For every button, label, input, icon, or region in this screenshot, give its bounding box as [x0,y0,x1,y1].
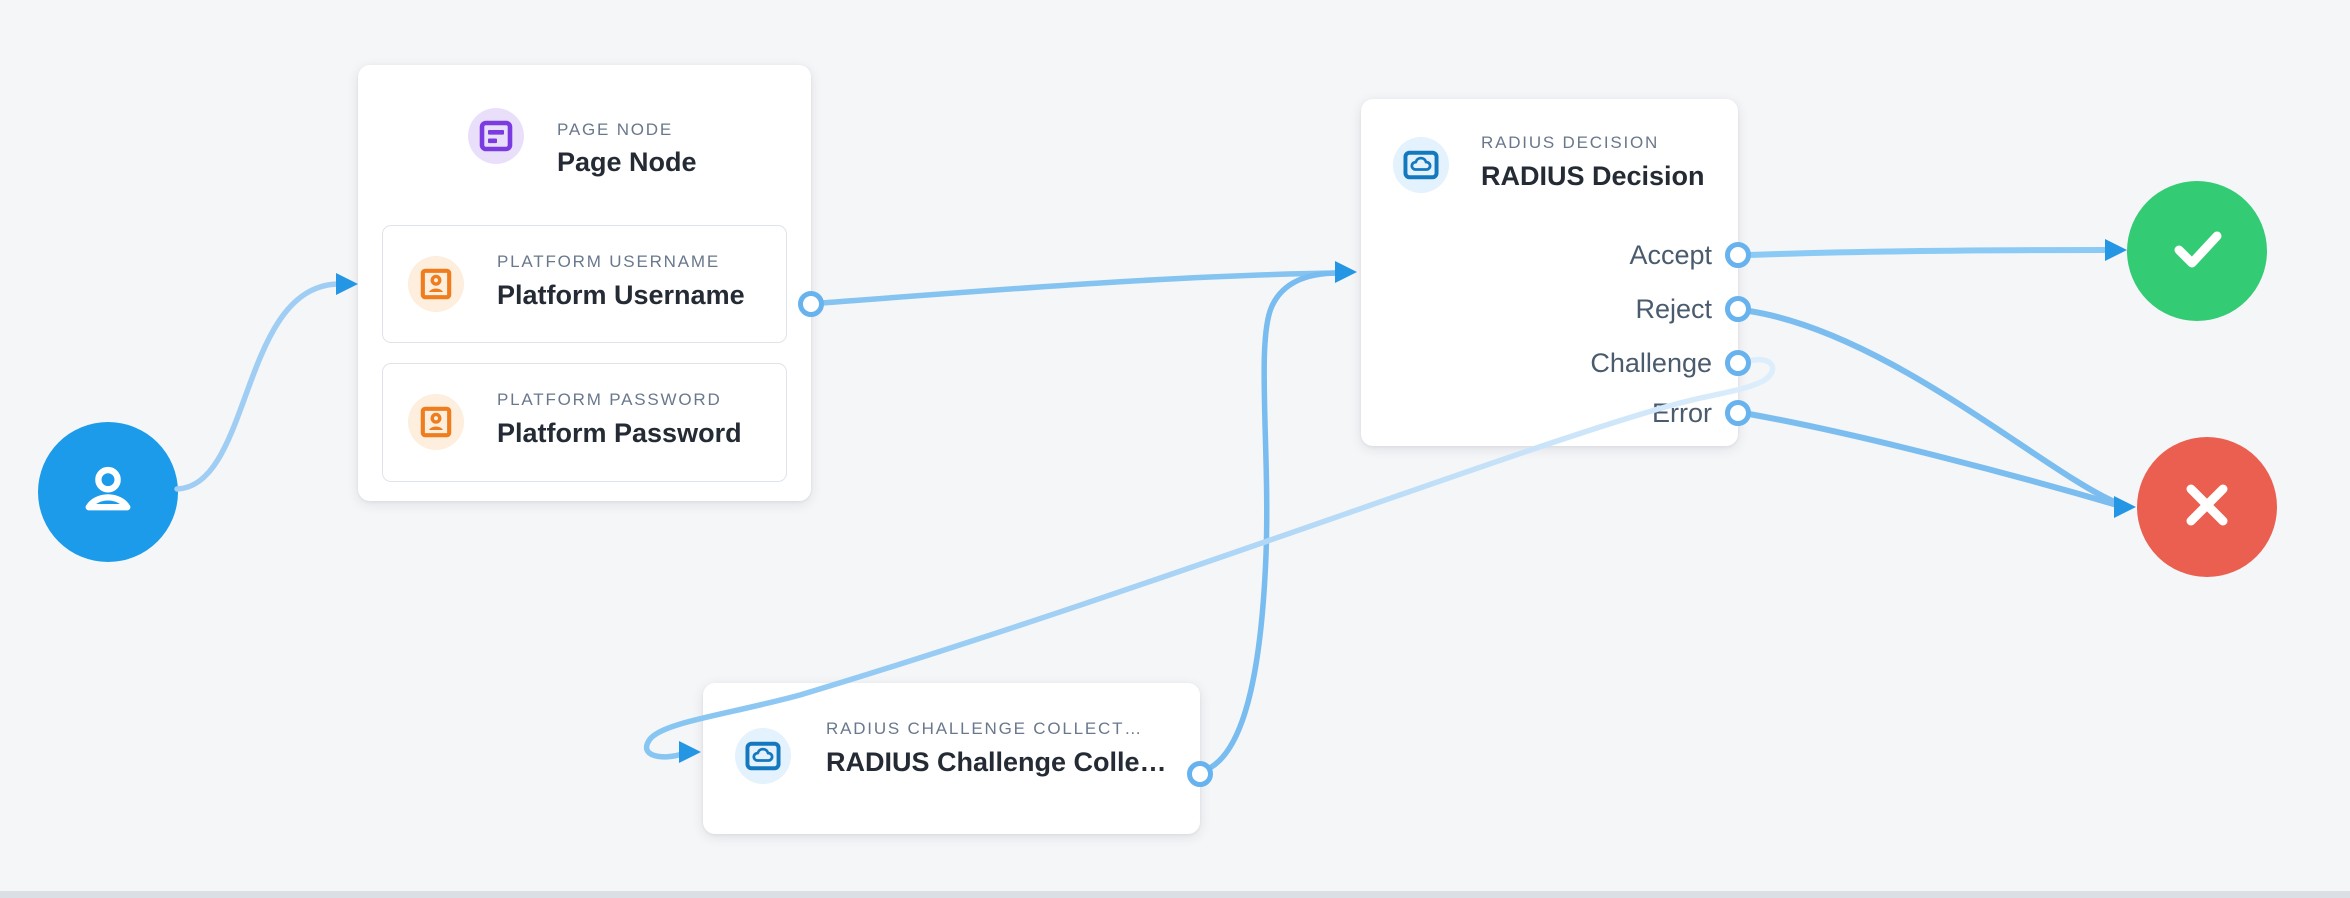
radius-challenge-collector-title: RADIUS Challenge Colle… [826,747,1167,777]
failure-node[interactable] [2137,437,2277,577]
port-platform-username-output[interactable] [798,291,824,317]
check-icon [2161,213,2233,290]
port-reject-output[interactable] [1725,296,1751,322]
user-icon [75,457,141,528]
page-node-subtitle: PAGE NODE [557,120,674,139]
bottom-scrollbar-track[interactable] [0,891,2350,898]
port-error-output[interactable] [1725,400,1751,426]
success-node[interactable] [2127,181,2267,321]
cloud-icon [1393,137,1449,193]
edge-error-to-failure[interactable] [1746,411,2120,508]
output-label-reject[interactable]: Reject [1635,294,1712,324]
platform-username-node[interactable]: PLATFORM USERNAME Platform Username [382,225,787,343]
radius-decision-title: RADIUS Decision [1481,161,1705,191]
edge-challenge-to-collector[interactable] [643,356,1776,760]
platform-password-title: Platform Password [497,418,742,448]
edge-accept-to-success[interactable] [1746,247,2111,258]
output-label-challenge[interactable]: Challenge [1590,348,1712,378]
page-node-title: Page Node [557,147,697,177]
platform-password-subtitle: PLATFORM PASSWORD [497,390,722,409]
cloud-icon [735,728,791,784]
radius-challenge-collector-subtitle: RADIUS CHALLENGE COLLECT… [826,719,1144,738]
edge-collector-to-decision[interactable] [1197,270,1341,775]
edge-username-to-decision[interactable] [819,270,1341,306]
platform-password-node[interactable]: PLATFORM PASSWORD Platform Password [382,363,787,482]
radius-decision-subtitle: RADIUS DECISION [1481,133,1660,152]
radius-decision-card[interactable]: RADIUS DECISION RADIUS Decision Accept R… [1361,99,1738,446]
start-node[interactable] [38,422,178,562]
contact-card-icon [408,394,464,450]
port-accept-output[interactable] [1725,242,1751,268]
edge-start-to-page[interactable] [174,281,340,492]
output-label-accept[interactable]: Accept [1629,240,1712,270]
contact-card-icon [408,256,464,312]
port-collector-output[interactable] [1187,761,1213,787]
platform-username-subtitle: PLATFORM USERNAME [497,252,720,271]
x-icon [2171,469,2243,546]
port-challenge-output[interactable] [1725,350,1751,376]
platform-username-title: Platform Username [497,280,745,310]
edge-reject-to-failure[interactable] [1746,308,2120,506]
radius-challenge-collector-card[interactable]: RADIUS CHALLENGE COLLECT… RADIUS Challen… [703,683,1200,834]
page-icon [468,108,524,164]
page-node-card[interactable]: PAGE NODE Page Node PLATFORM USERNAME Pl… [358,65,811,501]
